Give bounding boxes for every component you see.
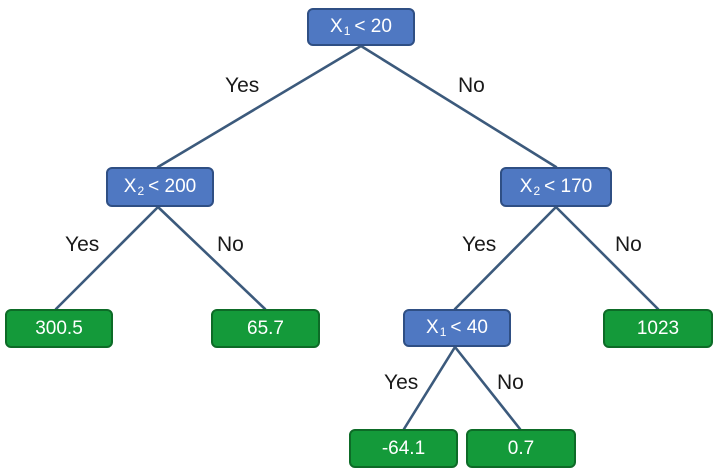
split-node-inner-sub: 1 xyxy=(439,325,447,339)
edge-label-left-no: No xyxy=(217,233,244,256)
leaf-node-2: 65.7 xyxy=(211,309,320,348)
split-node-root-condition: < 20 xyxy=(354,16,392,37)
leaf-node-3: -64.1 xyxy=(349,429,458,468)
split-node-root-var: X xyxy=(330,16,343,37)
edge-label-left-yes: Yes xyxy=(65,233,100,256)
split-node-left-sub: 2 xyxy=(137,184,145,198)
split-node-left-var: X xyxy=(123,176,137,197)
split-node-right-sub: 2 xyxy=(533,184,541,198)
edge-label-inner-yes: Yes xyxy=(384,371,419,394)
edge-inner-to-leaf-4 xyxy=(453,345,522,431)
edge-label-right-no: No xyxy=(615,233,642,256)
split-node-root-sub: 1 xyxy=(343,24,351,38)
leaf-node-4: 0.7 xyxy=(466,429,576,468)
edge-label-root-yes: Yes xyxy=(225,74,260,97)
edge-label-right-yes: Yes xyxy=(462,233,497,256)
edge-inner-to-leaf-3 xyxy=(402,345,457,431)
split-node-right-var: X xyxy=(519,176,533,197)
edge-left-to-leaf-2 xyxy=(156,205,267,311)
edge-right-to-inner xyxy=(453,205,558,311)
edge-label-root-no: No xyxy=(458,74,485,97)
edge-left-to-leaf-1 xyxy=(54,205,160,311)
edge-root-to-right xyxy=(359,44,558,169)
leaf-node-5: 1023 xyxy=(603,309,713,348)
split-node-right-condition: < 170 xyxy=(544,176,593,197)
leaf-node-1: 300.5 xyxy=(5,309,113,348)
edge-root-to-left xyxy=(156,44,363,169)
split-node-inner-condition: < 40 xyxy=(450,317,488,338)
split-node-left-condition: < 200 xyxy=(148,176,197,197)
edge-label-inner-no: No xyxy=(497,371,524,394)
split-node-inner-var: X xyxy=(426,317,439,338)
edge-right-to-leaf-5 xyxy=(554,205,660,311)
